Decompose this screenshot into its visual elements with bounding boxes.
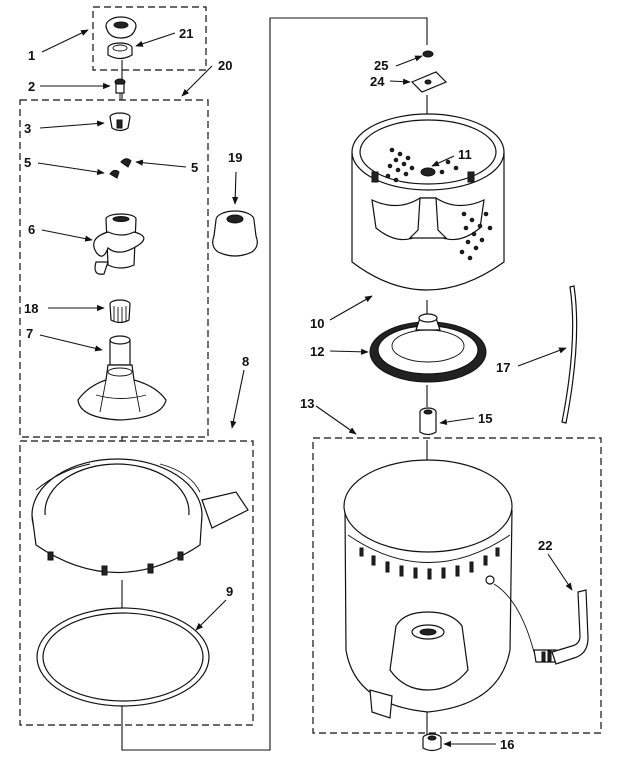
label-6: 6 [28, 222, 35, 237]
part-17-hose [561, 285, 578, 424]
part-16-nut [422, 733, 442, 752]
basket-holes [385, 147, 493, 261]
part-25-nut [422, 50, 434, 58]
part-19-seal [212, 210, 258, 257]
part-10-spin-basket [351, 113, 505, 291]
label-11: 11 [458, 147, 472, 162]
label-20: 20 [218, 58, 232, 73]
callout-labels: 1 21 2 20 3 5 5 19 6 18 7 8 9 25 24 11 1… [24, 26, 552, 752]
label-15: 15 [478, 411, 492, 426]
part-12-hub [369, 313, 487, 383]
part-24-bracket [410, 71, 448, 93]
part-13-outer-tub [343, 459, 513, 719]
part-22-drain-hose [493, 583, 589, 665]
part-9-gasket [36, 607, 210, 707]
leader-arrows [37, 29, 573, 748]
part-5-dog-right [120, 158, 132, 168]
label-8: 8 [242, 354, 249, 369]
part-18-coupler [109, 299, 131, 324]
label-24: 24 [370, 74, 385, 89]
label-17: 17 [496, 360, 510, 375]
part-8-tub-ring [31, 458, 249, 576]
label-16: 16 [500, 737, 514, 752]
label-19: 19 [228, 150, 242, 165]
label-21: 21 [179, 26, 193, 41]
label-5-left: 5 [24, 155, 31, 170]
label-22: 22 [538, 538, 552, 553]
group-box-20 [19, 99, 209, 438]
group-box-21 [92, 6, 207, 71]
part-3-cam [109, 112, 131, 132]
label-7: 7 [26, 326, 33, 341]
part-15-coupling [419, 407, 437, 436]
label-12: 12 [310, 344, 324, 359]
label-3: 3 [24, 121, 31, 136]
label-2: 2 [28, 79, 35, 94]
part-5-dog-left [109, 169, 120, 179]
part-21-ring [107, 42, 133, 60]
group-box-8 [19, 440, 254, 726]
label-18: 18 [24, 301, 38, 316]
label-10: 10 [310, 316, 324, 331]
label-1: 1 [28, 48, 35, 63]
part-6-auger [93, 213, 145, 275]
part-7-agitator-base [77, 335, 167, 421]
part-1-agitator-cap [105, 16, 137, 39]
label-13: 13 [300, 396, 314, 411]
group-box-13 [312, 437, 602, 734]
label-9: 9 [226, 584, 233, 599]
tub-slots [359, 547, 500, 580]
label-5-right: 5 [191, 160, 198, 175]
label-25: 25 [374, 58, 388, 73]
part-2-bolt [114, 78, 126, 100]
